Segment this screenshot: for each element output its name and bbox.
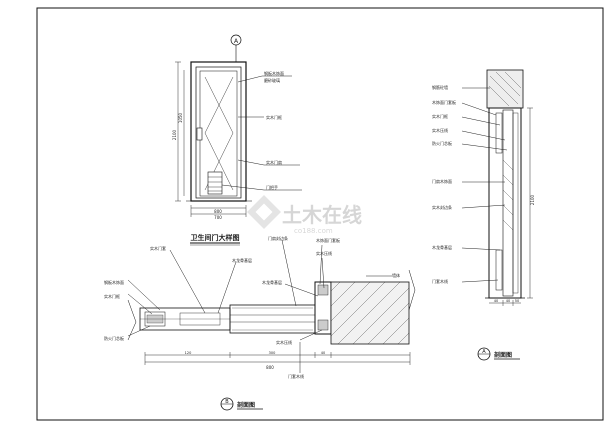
bottom-note-l3: 防火门芯板: [104, 335, 124, 341]
section-b-marker-label: B: [225, 399, 229, 405]
bottom-note-low1: 实木压线: [276, 339, 292, 345]
bottom-note-r4: 墙体: [392, 272, 400, 278]
section-b: 800 120 300 40 钢板木饰面 实木门框 防火门芯板 实木门套 木龙骨…: [104, 235, 416, 411]
door-handle: [196, 127, 203, 141]
door-note-2: 磨砂玻璃: [264, 77, 280, 83]
bottom-dim-2: 300: [269, 351, 276, 355]
door-frame-inner: [195, 66, 242, 199]
bottom-dim-3: 40: [321, 351, 325, 355]
door-title: 卫生间门大样图: [191, 233, 240, 242]
watermark: 土木在线 co188.com: [247, 195, 362, 235]
section-a-title: 剖面图: [494, 351, 512, 359]
wall-top-hatch: [486, 69, 524, 109]
door-marker: [230, 34, 242, 46]
right-note-4: 实木压线: [432, 127, 448, 133]
door-leaf-section: [502, 109, 514, 297]
watermark-url: co188.com: [294, 227, 333, 235]
section-b-wall-hatch: [330, 281, 410, 345]
bottom-note-m2: 木龙骨基层: [232, 257, 252, 263]
section-b-title: 剖面图: [237, 401, 255, 409]
section-b-leaf-main: [229, 304, 316, 334]
bottom-note-r2: 实木压线: [316, 250, 332, 256]
door-kickplate: [207, 171, 223, 195]
section-a-marker-label: A: [482, 349, 486, 355]
right-note-7: 实木封边条: [432, 204, 452, 210]
door-dim-upper: 1050: [178, 112, 183, 123]
right-note-5: 防火门芯板: [432, 140, 452, 146]
bottom-dim-1: 120: [185, 351, 192, 355]
right-dim-2: 40: [506, 299, 510, 303]
bottom-note-r1: 木饰面门套板: [316, 237, 340, 243]
watermark-text: 土木在线: [282, 203, 362, 227]
door-note-1: 钢板木饰面: [264, 70, 284, 76]
right-dim-3: 50: [515, 299, 519, 303]
door-note-4: 实木门扇: [266, 159, 282, 165]
bottom-note-l2: 实木门框: [104, 293, 120, 299]
right-note-2: 木饰面门套板: [432, 99, 456, 105]
door-note-5: 门把手: [266, 184, 278, 190]
bottom-dim-total: 800: [266, 365, 274, 370]
right-note-3: 实木门框: [432, 113, 448, 119]
door-elevation: A 2100 1050 800 700 钢板木饰面 磨砂玻璃: [172, 34, 302, 246]
right-note-9: 门套木线: [432, 278, 448, 284]
right-note-1: 钢筋砼墙: [432, 84, 448, 90]
door-note-3: 实木门框: [266, 114, 282, 120]
right-note-6: 门扇木饰面: [432, 178, 452, 184]
bottom-note-l1: 钢板木饰面: [104, 279, 124, 285]
sheet-border: [36, 7, 604, 421]
bottom-note-low2: 门套木线: [288, 373, 304, 379]
bottom-note-m1: 实木门套: [150, 245, 166, 251]
right-note-8: 木龙骨基层: [432, 244, 452, 250]
watermark-logo: [247, 195, 281, 229]
door-jamb-section: [488, 107, 522, 299]
door-dim-leaf: 700: [214, 215, 222, 220]
right-dim-1: 40: [494, 299, 498, 303]
right-dim-height: 2100: [530, 194, 535, 205]
door-dim-height: 2100: [172, 129, 177, 140]
section-a: 2100 40 40 50 钢筋砼墙 木饰面门套板 实木门框 实木压线 防火门芯…: [432, 69, 535, 361]
door-dim-width: 800: [214, 209, 222, 214]
door-marker-label: A: [234, 38, 239, 45]
bottom-note-r3: 木龙骨基层: [262, 279, 282, 285]
bottom-note-m3: 门扇封边条: [268, 235, 288, 241]
